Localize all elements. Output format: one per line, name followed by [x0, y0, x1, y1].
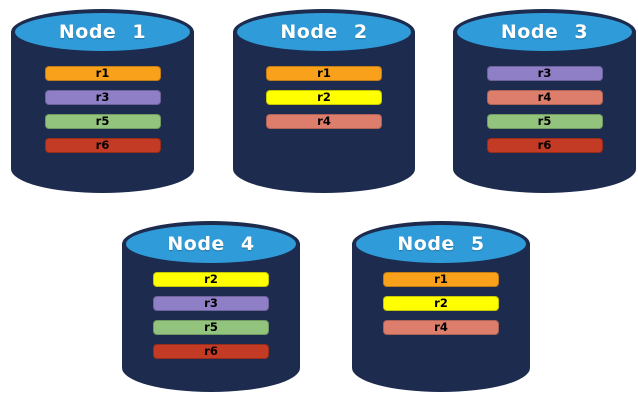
replica-label: r6: [537, 137, 552, 152]
replica-label: r4: [317, 113, 331, 128]
replica-list: r2 r3 r5 r6: [122, 272, 300, 359]
node-2-cylinder: Node 2 r1 r2 r4: [233, 9, 415, 193]
replica-list: r1 r3 r5 r6: [11, 66, 194, 153]
replica-label: r4: [434, 319, 448, 334]
replica-bar-r1: r1: [266, 66, 382, 81]
replica-list: r1 r2 r4: [233, 66, 415, 129]
replica-list: r3 r4 r5 r6: [453, 66, 636, 153]
replica-bar-r5: r5: [44, 113, 161, 129]
replica-list: r1 r2 r4: [352, 272, 530, 335]
replica-label: r6: [95, 137, 110, 152]
replica-bar-r4: r4: [383, 320, 499, 335]
replica-bar-r2: r2: [383, 296, 499, 311]
replica-label: r1: [434, 271, 448, 286]
cylinder-top: Node 4: [122, 221, 300, 267]
cylinder-top: Node 5: [352, 221, 530, 267]
replica-bar-r5: r5: [486, 113, 603, 129]
replica-bar-r6: r6: [486, 137, 603, 153]
replica-label: r1: [317, 65, 331, 80]
replica-label: r6: [204, 343, 218, 358]
replica-label: r3: [95, 89, 110, 104]
replica-label: r1: [95, 65, 110, 80]
cylinder-top: Node 3: [453, 9, 636, 55]
replica-label: r3: [204, 295, 218, 310]
node-title: Node 5: [397, 233, 485, 255]
replica-label: r5: [537, 113, 552, 128]
cylinder-body: [11, 31, 194, 193]
cylinder-body: [352, 243, 530, 392]
node-4-cylinder: Node 4 r2 r3 r5 r6: [122, 221, 300, 392]
cylinder-top: Node 2: [233, 9, 415, 55]
replica-label: r5: [204, 319, 218, 334]
replica-bar-r3: r3: [153, 296, 269, 311]
node-title: Node 2: [280, 21, 368, 43]
node-3-cylinder: Node 3 r3 r4 r5 r6: [453, 9, 636, 193]
replica-bar-r1: r1: [383, 272, 499, 287]
replica-bar-r4: r4: [486, 89, 603, 105]
replica-bar-r2: r2: [153, 272, 269, 287]
cylinder-top: Node 1: [11, 9, 194, 55]
replica-label: r2: [434, 295, 448, 310]
replica-label: r2: [317, 89, 331, 104]
replica-bar-r6: r6: [153, 344, 269, 359]
replica-bar-r6: r6: [44, 137, 161, 153]
replica-bar-r1: r1: [44, 65, 161, 81]
cylinder-body: [122, 243, 300, 392]
replica-label: r5: [95, 113, 110, 128]
replica-bar-r5: r5: [153, 320, 269, 335]
node-5-cylinder: Node 5 r1 r2 r4: [352, 221, 530, 392]
node-title: Node 3: [500, 21, 589, 43]
cylinder-body: [453, 31, 636, 193]
replica-label: r2: [204, 271, 218, 286]
replica-bar-r4: r4: [266, 114, 382, 129]
replica-bar-r3: r3: [44, 89, 161, 105]
replica-label: r4: [537, 89, 552, 104]
replica-bar-r3: r3: [486, 65, 603, 81]
node-title: Node 4: [167, 233, 255, 255]
node-title: Node 1: [58, 21, 147, 43]
replica-bar-r2: r2: [266, 90, 382, 105]
node-1-cylinder: Node 1 r1 r3 r5 r6: [11, 9, 194, 193]
cylinder-body: [233, 31, 415, 193]
replica-label: r3: [537, 65, 552, 80]
